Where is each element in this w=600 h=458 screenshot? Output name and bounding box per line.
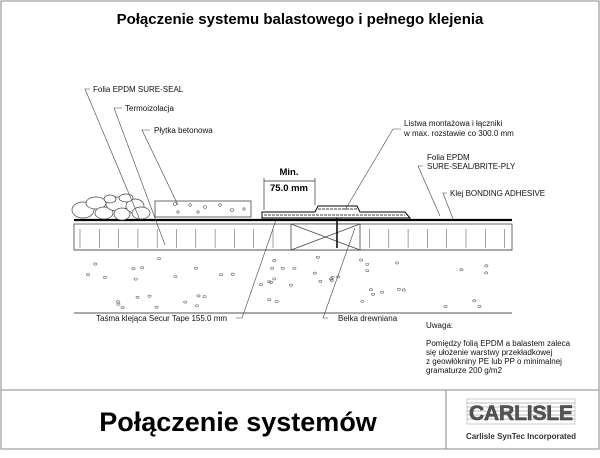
aggregate-pebble [272,259,277,263]
aggregate-pebble [312,271,317,275]
leader-lines [84,88,454,319]
aggregate-pebble [369,288,373,292]
aggregate-pebble [103,276,107,279]
aggregate-pebble [395,261,399,265]
aggregate-pebble [371,292,375,296]
aggregate-pebble [116,302,121,306]
aggregate-pebble [133,277,138,281]
label-batten-line1: Listwa montażowa i łączniki [404,119,502,128]
aggregate-pebble [270,266,275,270]
gravel-ballast [71,193,151,221]
aggregate-pebble [401,288,406,292]
note-line: z geowłókniny PE lub PP o minimalnej [426,357,562,366]
aggregate-pebble [316,255,320,259]
aggregate-pebble [360,299,365,303]
company-name: Carlisle SynTec Incorporated [466,432,576,441]
aggregate-pebble [477,305,482,308]
note-line: się ułożenie warstwy przekładkowej [426,348,553,357]
aggregate-pebble [183,300,188,304]
dimension-min-label: Min. [280,167,299,178]
aggregate-pebble [443,304,448,308]
aggregate-pebble [173,275,178,278]
aggregate-pebble [219,273,223,276]
label-batten-line2: w max. rozstawie co 300.0 mm [403,129,514,138]
label-tape: Taśma klejąca Secur Tape 155.0 mm [96,314,227,323]
aggregate-pebble [194,266,198,270]
concrete-tile [154,200,252,218]
aggregate-pebble [359,258,364,262]
aggregate-pebble [86,273,90,277]
aggregate-pebble [329,278,334,282]
aggregate-pebble [365,269,370,273]
label-membrane-right-line2: SURE-SEAL/BRITE-PLY [427,162,516,171]
note-line: gramaturze 200 g/m2 [426,366,503,375]
label-concrete-tile: Płytka betonowa [154,126,213,135]
aggregate-pebble [259,283,263,287]
label-insulation: Termoizolacja [125,104,174,113]
aggregate-pebble [140,266,145,270]
aggregate-pebble [131,267,136,271]
aggregate-pebble [397,287,401,291]
aggregate-pebble [196,294,201,298]
concrete-aggregate [86,255,489,309]
roof-section [71,193,513,314]
note-heading: Uwaga: [426,321,453,330]
footer-title: Połączenie systemów [99,407,378,437]
aggregate-pebble [318,279,323,283]
note-line: Pomiędzy folią EPDM a balastem zaleca [426,339,571,348]
aggregate-pebble [93,262,98,266]
aggregate-pebble [329,277,333,281]
aggregate-pebble [380,290,384,294]
aggregate-pebble [120,306,125,309]
insulation-ticks [79,229,505,248]
aggregate-pebble [484,264,489,268]
seam-tape [261,205,412,219]
label-membrane-right-line1: Folia EPDM [427,153,470,162]
aggregate-pebble [267,280,271,284]
dimension-value: 75.0 mm [270,183,308,194]
aggregate-pebble [484,271,489,275]
aggregate-pebble [292,266,297,270]
aggregate-pebble [135,295,140,299]
logo-text: CARLISLE [469,402,573,425]
aggregate-pebble [116,300,120,304]
aggregate-pebble [459,268,464,272]
note: Uwaga: Pomiędzy folią EPDM a balastem za… [426,321,571,375]
aggregate-pebble [202,295,207,299]
aggregate-pebble [269,280,274,284]
aggregate-pebble [147,294,152,298]
aggregate-pebble [230,272,235,276]
carlisle-logo: CARLISLE Carlisle SynTec Incorporated [466,398,576,441]
aggregate-pebble [280,266,285,270]
label-adhesive: Klej BONDING ADHESIVE [450,189,545,198]
aggregate-pebble [472,299,477,303]
label-beam: Belka drewniana [338,314,398,323]
seam-dimension: Min. 75.0 mm [263,167,316,210]
aggregate-pebble [195,304,199,308]
aggregate-pebble [274,299,279,303]
aggregate-pebble [365,262,370,266]
label-membrane-left: Folia EPDM SURE-SEAL [93,85,184,94]
aggregate-pebble [157,257,161,261]
aggregate-pebble [267,298,272,301]
drawing-title: Połączenie systemu balastowego i pełnego… [117,11,484,28]
aggregate-pebble [154,305,159,309]
aggregate-pebble [289,283,293,287]
aggregate-pebble [272,277,277,281]
